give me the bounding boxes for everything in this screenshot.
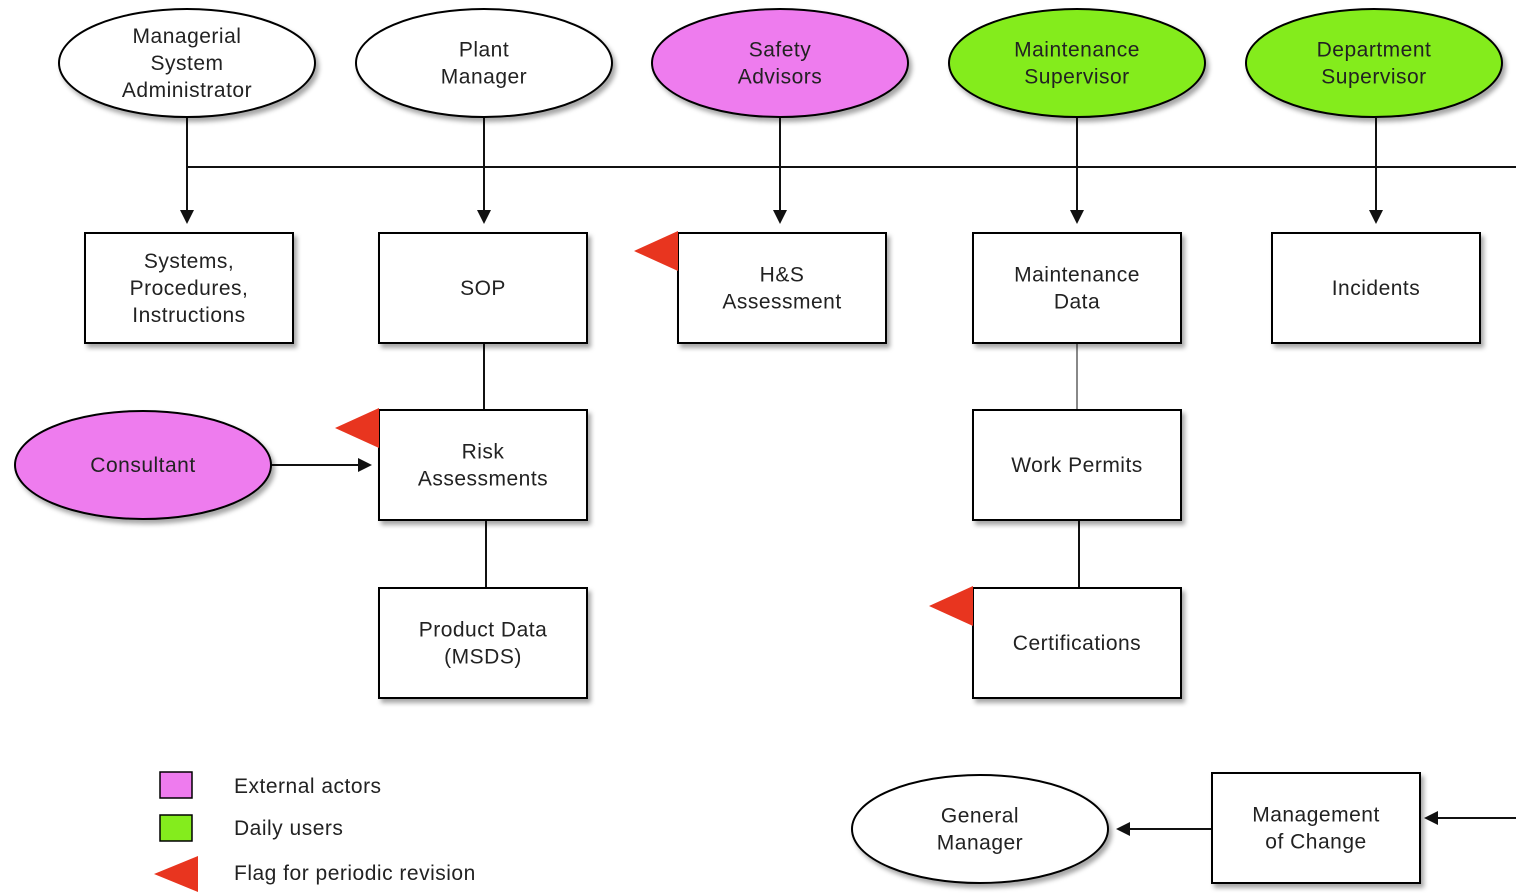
box-shape	[378, 409, 588, 521]
box-shape	[677, 232, 887, 344]
legend-swatch-daily	[159, 814, 193, 842]
label-line: Maintenance	[1014, 264, 1140, 287]
label-line: H&S	[760, 264, 805, 287]
box-label: Work Permits	[1011, 454, 1143, 477]
box-shape	[378, 232, 588, 344]
label-line: Instructions	[132, 304, 245, 327]
label-line: Systems,	[144, 250, 234, 273]
box-label: SOP	[460, 277, 506, 300]
label-line: Risk	[462, 441, 505, 464]
label-line: of Change	[1265, 831, 1366, 854]
actor-shape	[1245, 8, 1503, 118]
label-line: Assessment	[722, 291, 841, 314]
label-line: Data	[1054, 291, 1100, 314]
actor-consultant: Consultant	[14, 410, 272, 520]
revision-flag-icon	[335, 408, 379, 448]
actor-label: Consultant	[90, 454, 195, 477]
label-line: Manager	[937, 832, 1023, 855]
box-systems-procedures-instructions: Systems, Procedures, Instructions	[84, 232, 294, 344]
box-sop: SOP	[378, 232, 588, 344]
actor-shape	[355, 8, 613, 118]
box-incidents: Incidents	[1271, 232, 1481, 344]
box-shape	[1271, 232, 1481, 344]
label-line: Supervisor	[1024, 66, 1129, 89]
box-label: Certifications	[1013, 632, 1141, 655]
label-line: General	[941, 805, 1019, 828]
label-line: Advisors	[738, 66, 823, 89]
label-line: SOP	[460, 277, 506, 300]
legend-flag-icon	[154, 856, 198, 892]
label-line: System	[150, 52, 223, 75]
box-label: Incidents	[1332, 277, 1421, 300]
label-line: Department	[1317, 39, 1432, 62]
label-line: Certifications	[1013, 632, 1141, 655]
actor-shape	[651, 8, 909, 118]
actor-shape	[851, 774, 1109, 884]
box-product-data: Product Data (MSDS)	[378, 587, 588, 699]
box-label: Systems, Procedures, Instructions	[130, 250, 249, 327]
label-line: Work Permits	[1011, 454, 1143, 477]
box-label: Management of Change	[1252, 804, 1380, 854]
label-line: Supervisor	[1321, 66, 1426, 89]
revision-flag-icon	[929, 586, 973, 626]
legend-label-flag: Flag for periodic revision	[234, 862, 476, 885]
box-label: H&S Assessment	[722, 264, 841, 314]
label-line: Maintenance	[1014, 39, 1140, 62]
actor-shape	[58, 8, 316, 118]
box-shape	[1211, 772, 1421, 884]
revision-flag-icon	[634, 231, 678, 271]
actor-shape	[14, 410, 272, 520]
legend-label-daily: Daily users	[234, 817, 343, 840]
box-hs-assessment: H&S Assessment	[634, 231, 887, 344]
legend-swatch-external	[159, 771, 193, 799]
label-line: Safety	[749, 39, 812, 62]
box-label: Product Data (MSDS)	[419, 619, 548, 669]
box-shape	[972, 587, 1182, 699]
label-line: Plant	[459, 39, 509, 62]
box-shape	[378, 587, 588, 699]
box-certifications: Certifications	[929, 586, 1182, 699]
label-line: Manager	[441, 66, 527, 89]
legend: External actors Daily users Flag for per…	[154, 771, 476, 892]
label-line: Procedures,	[130, 277, 249, 300]
label-line: Incidents	[1332, 277, 1421, 300]
box-shape	[84, 232, 294, 344]
label-line: Assessments	[418, 468, 548, 491]
label-line: Consultant	[90, 454, 195, 477]
connectors	[180, 118, 1516, 836]
label-line: Administrator	[122, 79, 252, 102]
label-line: (MSDS)	[444, 646, 522, 669]
actor-shape	[948, 8, 1206, 118]
legend-label-external: External actors	[234, 775, 382, 798]
label-line: Product Data	[419, 619, 548, 642]
box-management-of-change: Management of Change	[1211, 772, 1421, 884]
label-line: Managerial	[133, 25, 242, 48]
label-line: Management	[1252, 804, 1380, 827]
box-shape	[972, 409, 1182, 521]
box-work-permits: Work Permits	[972, 409, 1182, 521]
box-shape	[972, 232, 1182, 344]
